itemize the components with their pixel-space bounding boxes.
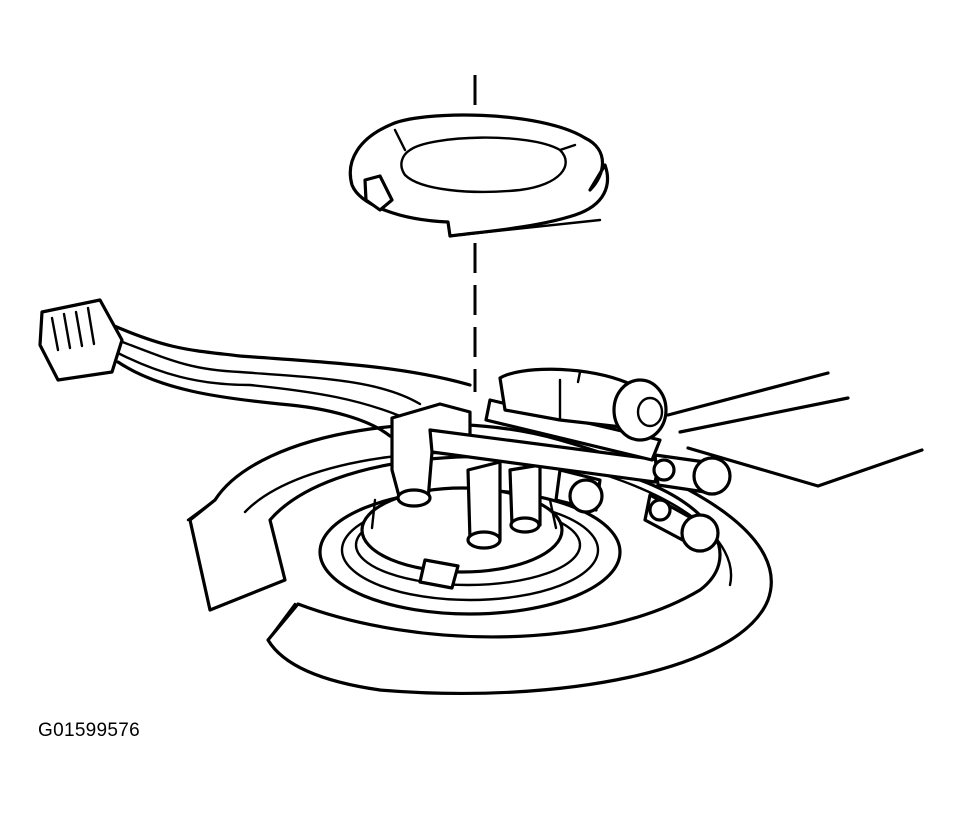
fuel-tank-surface xyxy=(666,371,924,488)
quick-connect-fittings xyxy=(643,453,732,553)
figure-code: G01599576 xyxy=(38,720,141,741)
wiring-harness xyxy=(110,323,472,438)
electrical-connector xyxy=(38,298,124,382)
retaining-ring xyxy=(348,113,610,238)
valve-housing xyxy=(498,367,668,442)
